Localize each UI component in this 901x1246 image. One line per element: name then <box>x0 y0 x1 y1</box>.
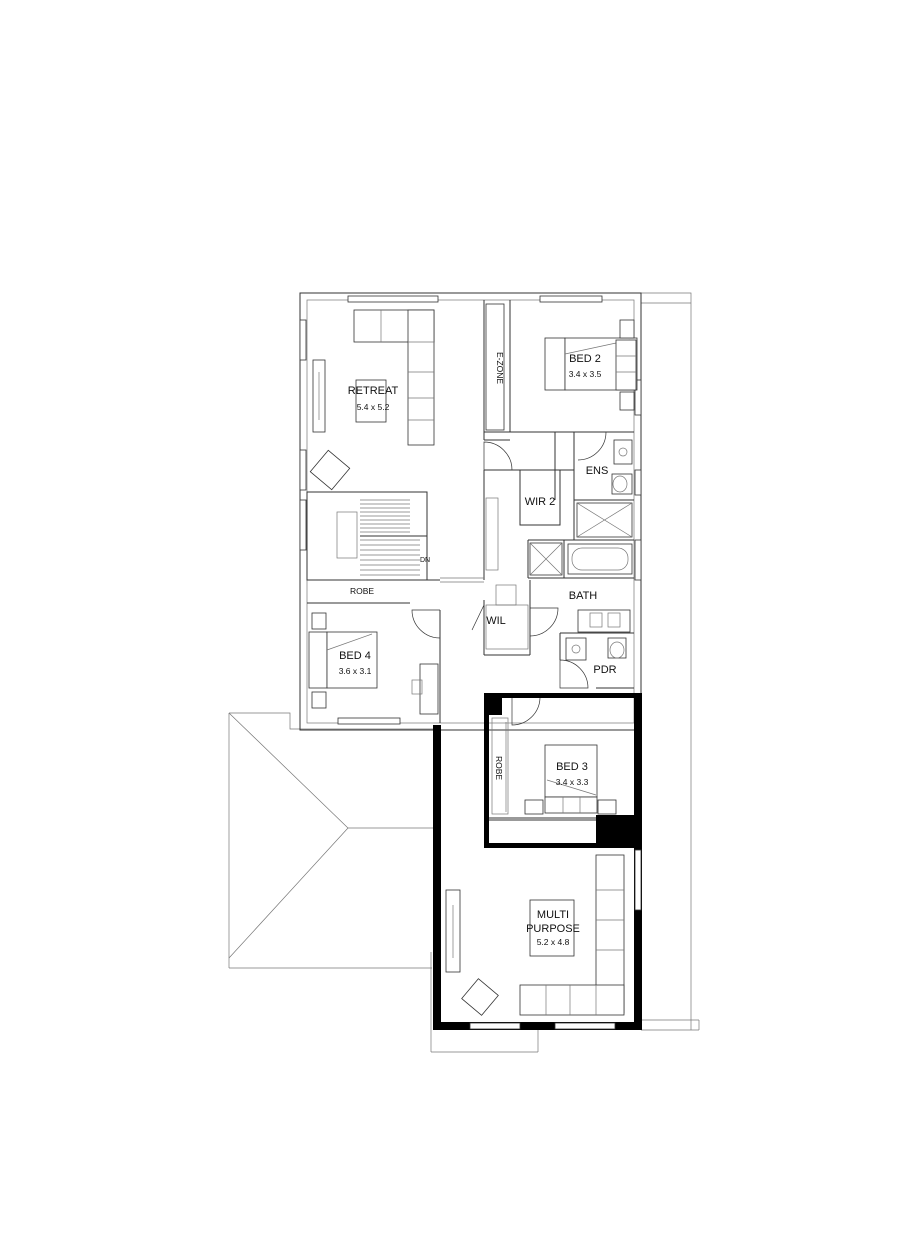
bed3-label: BED 3 <box>556 761 588 773</box>
roof-outline <box>228 712 539 1053</box>
retreat-label: RETREAT <box>348 385 399 397</box>
bed4-dims: 3.6 x 3.1 <box>339 666 372 676</box>
bath-label: BATH <box>569 590 598 602</box>
pdr-fixtures <box>565 637 627 661</box>
multi-purpose-furniture <box>445 849 642 1030</box>
door-swings <box>411 431 607 726</box>
multi-label-line1: MULTI <box>537 909 569 921</box>
stair-dn-label: DN <box>420 557 430 564</box>
ezone-label: E-ZONE <box>495 352 505 384</box>
multi-label-line2: PURPOSE <box>526 923 580 935</box>
retreat-sofa <box>309 303 505 491</box>
wir2-label: WIR 2 <box>525 496 556 508</box>
bed2-label: BED 2 <box>569 353 601 365</box>
pdr-label: PDR <box>593 664 616 676</box>
retreat-dims: 5.4 x 5.2 <box>357 402 390 412</box>
wardrobe-shelves <box>485 470 561 650</box>
robe-top-label: ROBE <box>350 586 374 596</box>
multi-dims: 5.2 x 4.8 <box>537 937 570 947</box>
ensuite-fixtures <box>576 439 633 538</box>
wil-label: WIL <box>486 615 506 627</box>
bed2-dims: 3.4 x 3.5 <box>569 369 602 379</box>
bed4-furniture <box>308 612 439 715</box>
bed3-furniture <box>491 717 617 815</box>
room-labels: RETREAT 5.4 x 5.2 E-ZONE BED 2 3.4 x 3.5… <box>339 352 617 947</box>
robe-side-label: ROBE <box>494 756 504 780</box>
bed3-dims: 3.4 x 3.3 <box>556 777 589 787</box>
stairs <box>306 491 428 581</box>
bed2-furniture <box>544 319 638 411</box>
bed4-label: BED 4 <box>339 650 371 662</box>
ens-label: ENS <box>586 465 609 477</box>
bath-fixtures <box>529 542 633 633</box>
right-eave <box>641 292 700 1031</box>
